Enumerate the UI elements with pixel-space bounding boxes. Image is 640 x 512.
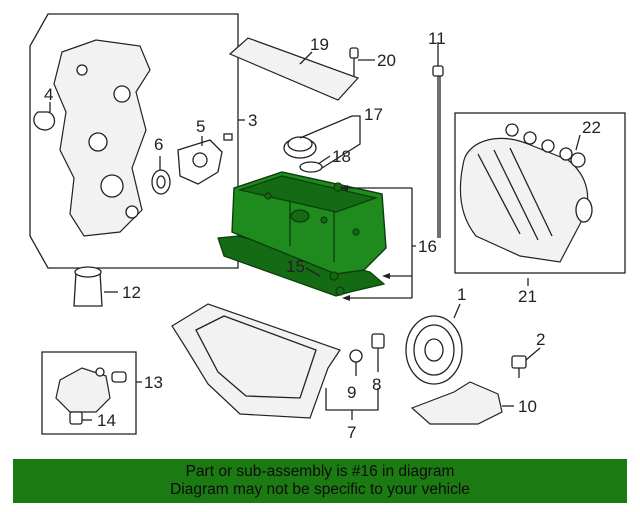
callout-1: 1 xyxy=(457,285,466,304)
callout-14: 14 xyxy=(97,411,116,430)
callout-7: 7 xyxy=(347,423,356,442)
callout-21: 21 xyxy=(518,287,537,306)
splash-shield[interactable] xyxy=(410,381,503,425)
callout-4: 4 xyxy=(44,85,53,104)
callout-6: 6 xyxy=(154,135,163,154)
info-banner: Part or sub-assembly is #16 in diagram D… xyxy=(13,459,627,503)
callout-19: 19 xyxy=(310,35,329,54)
callout-8: 8 xyxy=(372,375,381,394)
callout-5: 5 xyxy=(196,117,205,136)
callout-15: 15 xyxy=(286,257,305,276)
crank-pulley[interactable] xyxy=(405,315,463,385)
callout-10: 10 xyxy=(518,397,537,416)
banner-line-2: Diagram may not be specific to your vehi… xyxy=(170,481,470,498)
banner-line-1: Part or sub-assembly is #16 in diagram xyxy=(185,463,455,480)
callout-18: 18 xyxy=(332,147,351,166)
intake-manifold-group[interactable] xyxy=(454,112,626,274)
timing-cover-group[interactable] xyxy=(29,13,239,269)
callout-22: 22 xyxy=(582,118,601,137)
oil-pump-group[interactable] xyxy=(41,351,137,435)
oil-pan-group[interactable] xyxy=(171,303,385,419)
callout-9: 9 xyxy=(347,383,356,402)
dipstick-group[interactable] xyxy=(432,65,444,238)
callout-17: 17 xyxy=(364,105,383,124)
callout-labels: 19 20 11 4 5 3 6 17 18 22 16 15 21 12 1 … xyxy=(44,29,601,442)
parts-diagram: 19 20 11 4 5 3 6 17 18 22 16 15 21 12 1 … xyxy=(29,13,626,442)
callout-20: 20 xyxy=(377,51,396,70)
callout-12: 12 xyxy=(122,283,141,302)
filler-cap-group[interactable] xyxy=(283,136,323,173)
callout-16: 16 xyxy=(418,237,437,256)
cover-plate-group[interactable] xyxy=(228,37,360,101)
callout-3: 3 xyxy=(248,111,257,130)
sensor[interactable] xyxy=(511,355,527,378)
callout-11: 11 xyxy=(428,29,446,48)
callout-13: 13 xyxy=(144,373,163,392)
leader-lines xyxy=(49,42,581,421)
oil-filter[interactable] xyxy=(73,266,103,307)
callout-2: 2 xyxy=(536,330,545,349)
cylinder-head-cover-highlighted[interactable] xyxy=(217,171,387,297)
